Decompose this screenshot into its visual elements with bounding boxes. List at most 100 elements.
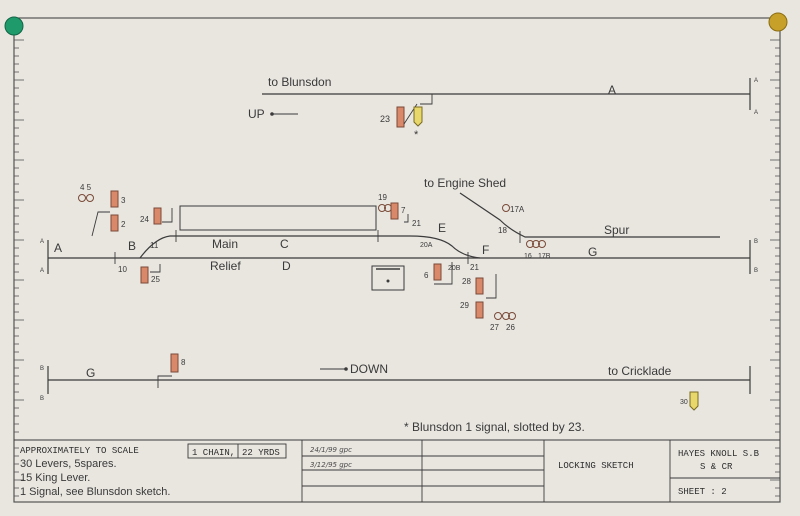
track-letter-g-bottom: G [86, 366, 95, 380]
lever-number: 17B [538, 253, 551, 260]
edge-mark: A [40, 268, 44, 274]
lever-number: 4 5 [80, 183, 92, 192]
lever-number: 20B [448, 265, 461, 272]
lever-number: 29 [460, 301, 469, 310]
disc-signal-icon [526, 240, 534, 248]
track-letter-e: E [438, 221, 446, 235]
gold-pin-icon [768, 12, 788, 32]
lever-number: 25 [151, 275, 160, 284]
signal-post [91, 211, 110, 237]
main-line [139, 235, 481, 259]
footnote: * Blunsdon 1 signal, slotted by 23. [404, 420, 585, 434]
signal-note: 1 Signal, see Blunsdon sketch. [20, 486, 170, 498]
signal-box-lamp-icon [386, 279, 390, 283]
spur-track [459, 192, 720, 238]
title-block: APPROXIMATELY TO SCALE 30 Levers, 5spare… [14, 439, 780, 502]
lever-8 [170, 353, 179, 373]
lever-24 [153, 207, 162, 225]
track-letter-a-left: A [54, 241, 62, 255]
lever-29 [475, 301, 484, 319]
disc-signal-icon [378, 204, 386, 212]
to-cricklade-label: to Cricklade [608, 364, 672, 378]
lever-number: 28 [462, 277, 471, 286]
company-name: S & CR [700, 462, 733, 472]
relief-label: Relief [210, 259, 241, 273]
lever-number: 11 [150, 241, 159, 250]
signal-post [486, 274, 497, 299]
revision-date: 3/12/95 gpc [310, 461, 352, 469]
edge-mark: A [754, 110, 758, 116]
lever-number: 3 [121, 196, 126, 205]
lever-number: 6 [424, 271, 429, 280]
lever-7 [390, 202, 399, 220]
lever-number: 21 [470, 263, 479, 272]
track-letter-d: D [282, 259, 291, 273]
signal-box-name: HAYES KNOLL S.B [678, 449, 760, 459]
disc-signal-icon [494, 312, 502, 320]
edge-mark: A [754, 78, 758, 84]
ruler-ticks-left [14, 39, 24, 497]
green-pin-icon [4, 16, 24, 36]
disc-signal-icon [538, 240, 546, 248]
track-letter-g-right: G [588, 245, 597, 259]
levers-note: 30 Levers, 5spares. [20, 458, 117, 470]
edge-mark: A [40, 239, 44, 245]
revision-date: 24/1/99 gpc [310, 446, 352, 454]
lever-6 [433, 263, 442, 281]
track-letter-b: B [128, 239, 136, 253]
lever-23 [396, 106, 405, 128]
lever-2 [110, 214, 119, 232]
king-lever-note: 15 King Lever. [20, 472, 90, 484]
locking-sketch-title: LOCKING SKETCH [558, 461, 634, 471]
edge-mark: B [40, 366, 44, 372]
signal-post [404, 214, 409, 223]
signal-post [157, 375, 172, 388]
lever-number: 7 [401, 206, 406, 215]
lever-number: 19 [378, 193, 387, 202]
ruler-ticks-right [770, 39, 780, 497]
track-letter-c: C [280, 237, 289, 251]
spur-label: Spur [604, 223, 629, 237]
lever-number: 26 [506, 323, 515, 332]
signal-post [434, 262, 453, 285]
track-letter-a-top: A [608, 83, 616, 97]
signal-post [162, 208, 173, 223]
lever-number: 24 [140, 215, 149, 224]
track-letter-f: F [482, 243, 489, 257]
yards-label: 22 YRDS [242, 448, 280, 458]
signal-post [150, 264, 161, 273]
up-arrow-head-icon [270, 112, 274, 116]
disc-signal-icon [78, 194, 86, 202]
to-engine-shed-label: to Engine Shed [424, 176, 506, 190]
sheet-number: SHEET : 2 [678, 487, 727, 497]
disc-signal-icon [86, 194, 94, 202]
signal-post [420, 94, 433, 105]
lever-number: 21 [412, 219, 421, 228]
main-label: Main [212, 237, 238, 251]
yellow-lever-icon [413, 106, 423, 127]
edge-mark: B [754, 239, 758, 245]
to-blunsdon-label: to Blunsdon [268, 75, 331, 89]
up-label: UP [248, 107, 265, 121]
platform [179, 205, 377, 231]
lever-number: 30 [680, 399, 688, 406]
lever-number: 10 [118, 265, 127, 274]
lever-number: 27 [490, 323, 499, 332]
yellow-lever-icon [689, 391, 699, 411]
disc-signal-icon [502, 312, 510, 320]
lever-28 [475, 277, 484, 295]
edge-mark: B [40, 396, 44, 402]
down-label: DOWN [350, 362, 388, 376]
lever-number: 17A [510, 205, 525, 214]
lever-number: 23 [380, 114, 390, 124]
lever-number: 8 [181, 358, 186, 367]
edge-mark: B [754, 268, 758, 274]
lever-number: 16 [524, 253, 532, 260]
disc-signal-icon [532, 240, 540, 248]
signal-box-icon [371, 265, 405, 291]
lever-number: 2 [121, 220, 126, 229]
lever-25 [140, 266, 149, 284]
lever-number: 20A [420, 242, 433, 249]
